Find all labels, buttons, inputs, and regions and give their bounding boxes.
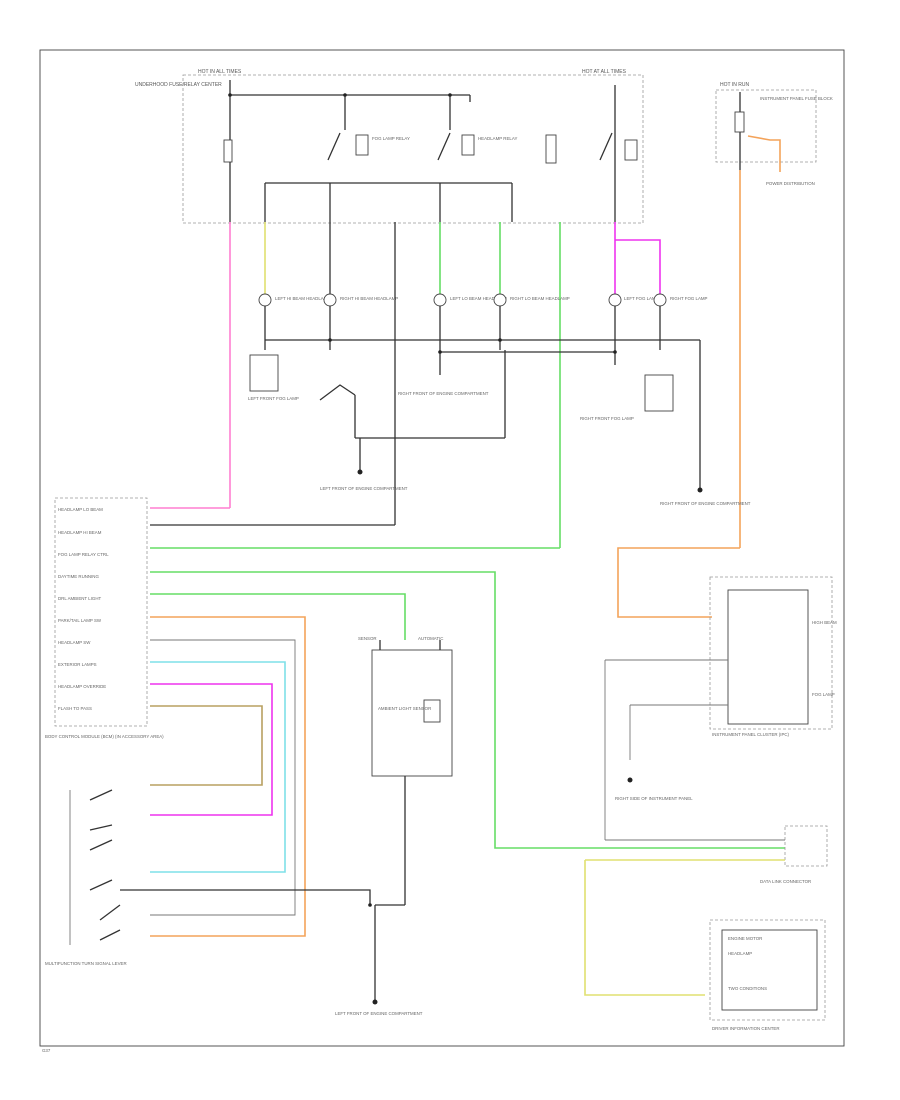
svg-text:RIGHT HI BEAM HEADLAMP: RIGHT HI BEAM HEADLAMP (340, 296, 398, 301)
headlamp-relay-coil-icon (461, 134, 475, 156)
power-dist-label: POWER DISTRIBUTION (766, 181, 815, 186)
underhood-fuse-block (182, 74, 644, 224)
bcm-row: HEADLAMP LO BEAM (58, 507, 103, 512)
engine-sub-1: HEADLAMP (728, 951, 752, 956)
ip-fuse-label: INSTRUMENT PANEL FUSE BLOCK (760, 96, 833, 101)
underhood-fuse-label: UNDERHOOD FUSE/RELAY CENTER (135, 82, 222, 88)
fuse-fog-icon (545, 134, 557, 164)
bcm-row: DRL AMBIENT LIGHT (58, 596, 102, 601)
diagram-frame (39, 49, 845, 1047)
instrument-cluster (709, 576, 833, 730)
svg-text:LEFT FOG LAMP: LEFT FOG LAMP (624, 296, 659, 301)
bcm-row: PARK/TAIL LAMP SW (58, 618, 102, 623)
engine-footer-label: DRIVER INFORMATION CENTER (712, 1026, 780, 1031)
ipc-hi-beam-label: HIGH BEAM (812, 620, 837, 625)
bcm-row: HEADLAMP SW (58, 640, 91, 645)
left-hi-beam-lamp: LEFT HI BEAM HEADLAMP (258, 293, 330, 307)
engine-module (709, 919, 826, 1021)
ipc-module (727, 589, 809, 725)
svg-text:LEFT HI BEAM HEADLAMP: LEFT HI BEAM HEADLAMP (275, 296, 330, 301)
sensor-title-2: AUTOMATIC (418, 636, 443, 641)
sensor-title-1: SENSOR (358, 636, 377, 641)
bcm-row: FLASH TO PASS (58, 706, 92, 711)
fog-relay-coil-icon (355, 134, 369, 156)
dim-relay-coil-icon (624, 139, 638, 161)
dlc-label: DATA LINK CONNECTOR (760, 879, 811, 884)
bcm-row: HEADLAMP OVERRIDE (58, 684, 106, 689)
right-front-fog-assembly (644, 374, 674, 412)
ground-left-label: LEFT FRONT OF ENGINE COMPARTMENT (320, 486, 408, 491)
bcm-row: HEADLAMP HI BEAM (58, 530, 102, 535)
hot-in-run-far: HOT IN RUN (720, 82, 749, 88)
bcm-row: EXTERIOR LAMPS (58, 662, 97, 667)
fuse-headlamp-icon (223, 139, 233, 163)
ipc-fog-label: FOG LAMP (812, 692, 835, 697)
engine-motor-label: ENGINE MOTOR (728, 936, 762, 941)
right-side-ground-label: RIGHT SIDE OF INSTRUMENT PANEL (615, 796, 693, 801)
ip-fuse-icon (734, 111, 745, 133)
photo-sensor-icon (423, 699, 441, 723)
bcm-row: FOG LAMP RELAY CTRL (58, 552, 109, 557)
switch-label: MULTIFUNCTION TURN SIGNAL LEVER (45, 961, 127, 966)
bcm-row-labels: HEADLAMP LO BEAM HEADLAMP HI BEAM FOG LA… (58, 507, 109, 711)
svg-text:LEFT LO BEAM HEADLAMP: LEFT LO BEAM HEADLAMP (450, 296, 507, 301)
svg-text:RIGHT LO BEAM HEADLAMP: RIGHT LO BEAM HEADLAMP (510, 296, 570, 301)
svg-text:RIGHT FOG LAMP: RIGHT FOG LAMP (670, 296, 708, 301)
hot-label-left: HOT IN ALL TIMES (198, 69, 242, 75)
hot-label-right: HOT AT ALL TIMES (582, 69, 627, 75)
right-front-fog-label: RIGHT FRONT FOG LAMP (580, 416, 634, 421)
fog-relay-label: FOG LAMP RELAY (372, 136, 410, 141)
headlamp-relay-label: HEADLAMP RELAY (478, 136, 517, 141)
ground-center-label: RIGHT FRONT OF ENGINE COMPARTMENT (398, 391, 489, 396)
left-fog-lamp: LEFT FOG LAMP (608, 293, 659, 307)
multifunction-switch (69, 789, 372, 945)
data-link-connector (784, 825, 828, 867)
ground-lower-label: LEFT FRONT OF ENGINE COMPARTMENT (335, 1011, 423, 1016)
bcm-row: DAYTIME RUNNING (58, 574, 99, 579)
ground-right-label: RIGHT FRONT OF ENGINE COMPARTMENT (660, 501, 751, 506)
bcm-panel (54, 497, 148, 727)
right-fog-lamp: RIGHT FOG LAMP (653, 293, 708, 307)
ip-fuse-block (715, 89, 817, 163)
corner-note: G37 (42, 1048, 51, 1053)
bcm-footer-label: BODY CONTROL MODULE (BCM) (IN ACCESSORY … (45, 734, 164, 739)
left-front-fog-label: LEFT FRONT FOG LAMP (248, 396, 299, 401)
engine-sub-2: TWO CONDITIONS (728, 986, 767, 991)
ipc-footer-label: INSTRUMENT PANEL CLUSTER (IPC) (712, 732, 790, 737)
right-hi-beam-lamp: RIGHT HI BEAM HEADLAMP (323, 293, 398, 307)
ambient-sensor-label: AMBIENT LIGHT SENSOR (378, 706, 431, 711)
left-front-fog-assembly (249, 354, 279, 392)
